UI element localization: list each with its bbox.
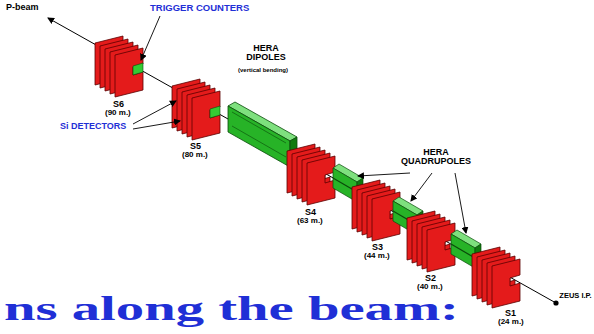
leader-arrow: [133, 121, 180, 129]
interaction-point: [553, 300, 558, 305]
station-s5: [172, 79, 220, 140]
part-label: HERA QUADRUPOLES: [396, 148, 476, 167]
trigger-counter: [133, 63, 143, 75]
station-s4: [287, 144, 335, 205]
leader-arrow: [358, 173, 410, 176]
leader-arrow: [141, 16, 160, 60]
part-label: Si DETECTORS: [60, 122, 126, 131]
trigger-counter: [210, 106, 220, 118]
station-distance: (24 m.): [498, 318, 524, 326]
slide-heading-fragment: ns along the beam:: [4, 292, 459, 326]
leader-arrow: [411, 173, 432, 201]
leader-arrow: [455, 173, 466, 233]
station-distance: (63 m.): [297, 217, 323, 225]
station-s1: [472, 247, 520, 308]
station-distance: (40 m.): [417, 283, 443, 291]
part-note: (vertical bending): [238, 67, 288, 73]
station-s2: [407, 211, 455, 272]
interaction-point-label: ZEUS I.P.: [559, 292, 592, 300]
station-distance: (90 m.): [105, 109, 131, 117]
station-s6: [95, 36, 143, 97]
leader-arrow: [133, 101, 176, 124]
part-label: HERA DIPOLES: [238, 44, 294, 63]
beam-label: P-beam: [6, 3, 39, 12]
station-distance: (44 m.): [364, 252, 390, 260]
station-distance: (80 m.): [182, 151, 208, 159]
part-label: TRIGGER COUNTERS: [150, 3, 249, 13]
